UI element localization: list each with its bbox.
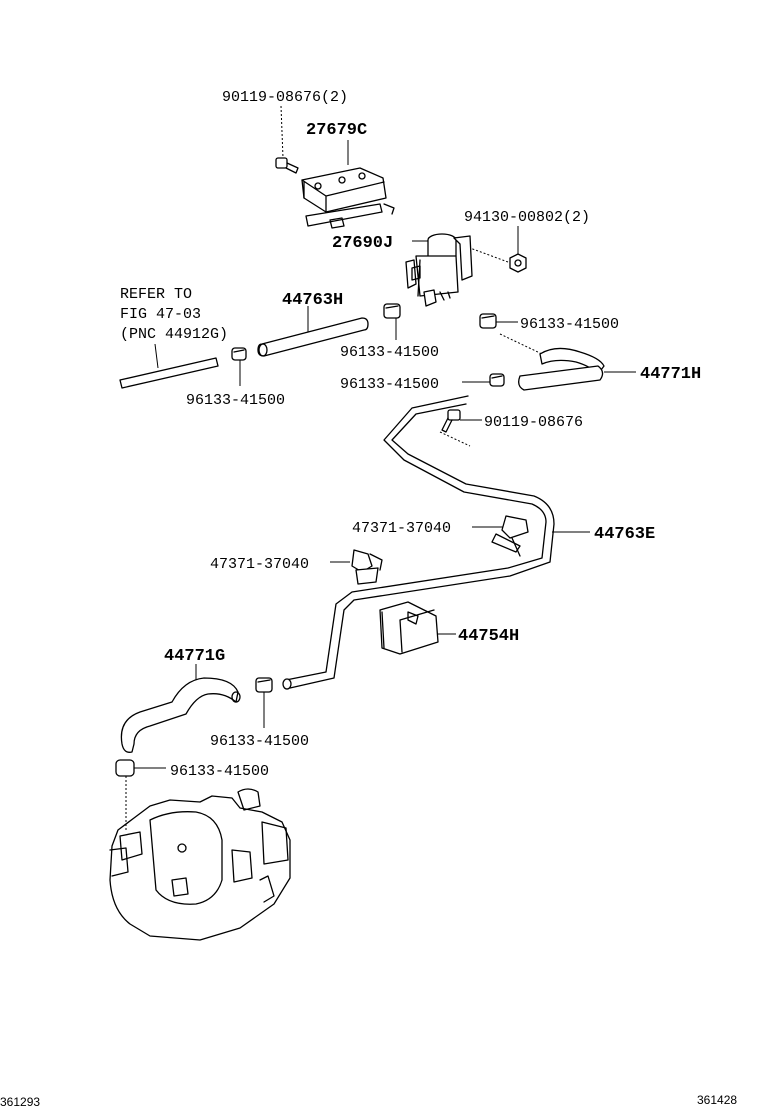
label-clamp-b: 96133-41500 [186,392,285,409]
refer-hose-icon [119,343,219,389]
label-refer-line2: FIG 47-03 [120,306,201,323]
label-hose-44771g: 44771G [164,647,225,666]
engine-component-icon [109,788,291,941]
label-bracket-27679c: 27679C [306,121,367,140]
label-vsv-27690j: 27690J [332,234,393,253]
label-clip-right: 47371-37040 [352,520,451,537]
label-refer-line3: (PNC 44912G) [120,326,228,343]
label-clamp-a: 96133-41500 [340,344,439,361]
clamp-e-icon [255,677,273,728]
label-clip-left: 47371-37040 [210,556,309,573]
clamp-b-icon [231,347,247,386]
bolt-mid-icon [439,409,482,447]
clamp-f-icon [115,759,166,830]
label-bracket-44754h: 44754H [458,627,519,646]
label-hose-44763h: 44763H [282,291,343,310]
hose-44763h-icon [257,306,369,357]
clamp-c-icon [479,313,543,355]
clip-right-icon [472,515,529,557]
label-nut: 94130-00802(2) [464,209,590,226]
hose-44771h-icon [518,347,636,391]
pipe-44763e-icon [282,395,590,690]
label-clamp-d: 96133-41500 [340,376,439,393]
label-pipe-44763e: 44763E [594,525,655,544]
clamp-d-icon [462,373,505,387]
vsv-valve-icon [405,233,473,307]
clamp-a-icon [383,303,401,340]
bracket-44754h-icon [379,601,456,655]
hose-44771g-icon [120,664,241,753]
corner-id-right: 361428 [697,1093,737,1107]
label-refer-line1: REFER TO [120,286,192,303]
clip-left-icon [330,549,383,585]
label-clamp-e: 96133-41500 [210,733,309,750]
corner-id-left: 361293 [0,1095,40,1109]
label-hose-44771h: 44771H [640,365,701,384]
label-clamp-f: 96133-41500 [170,763,269,780]
label-clamp-c: 96133-41500 [520,316,619,333]
bracket-27679c-icon [301,140,395,229]
label-bolt-top: 90119-08676(2) [222,89,348,106]
label-bolt-mid: 90119-08676 [484,414,583,431]
bolt-top-icon [275,105,299,174]
nut-icon [469,226,527,273]
